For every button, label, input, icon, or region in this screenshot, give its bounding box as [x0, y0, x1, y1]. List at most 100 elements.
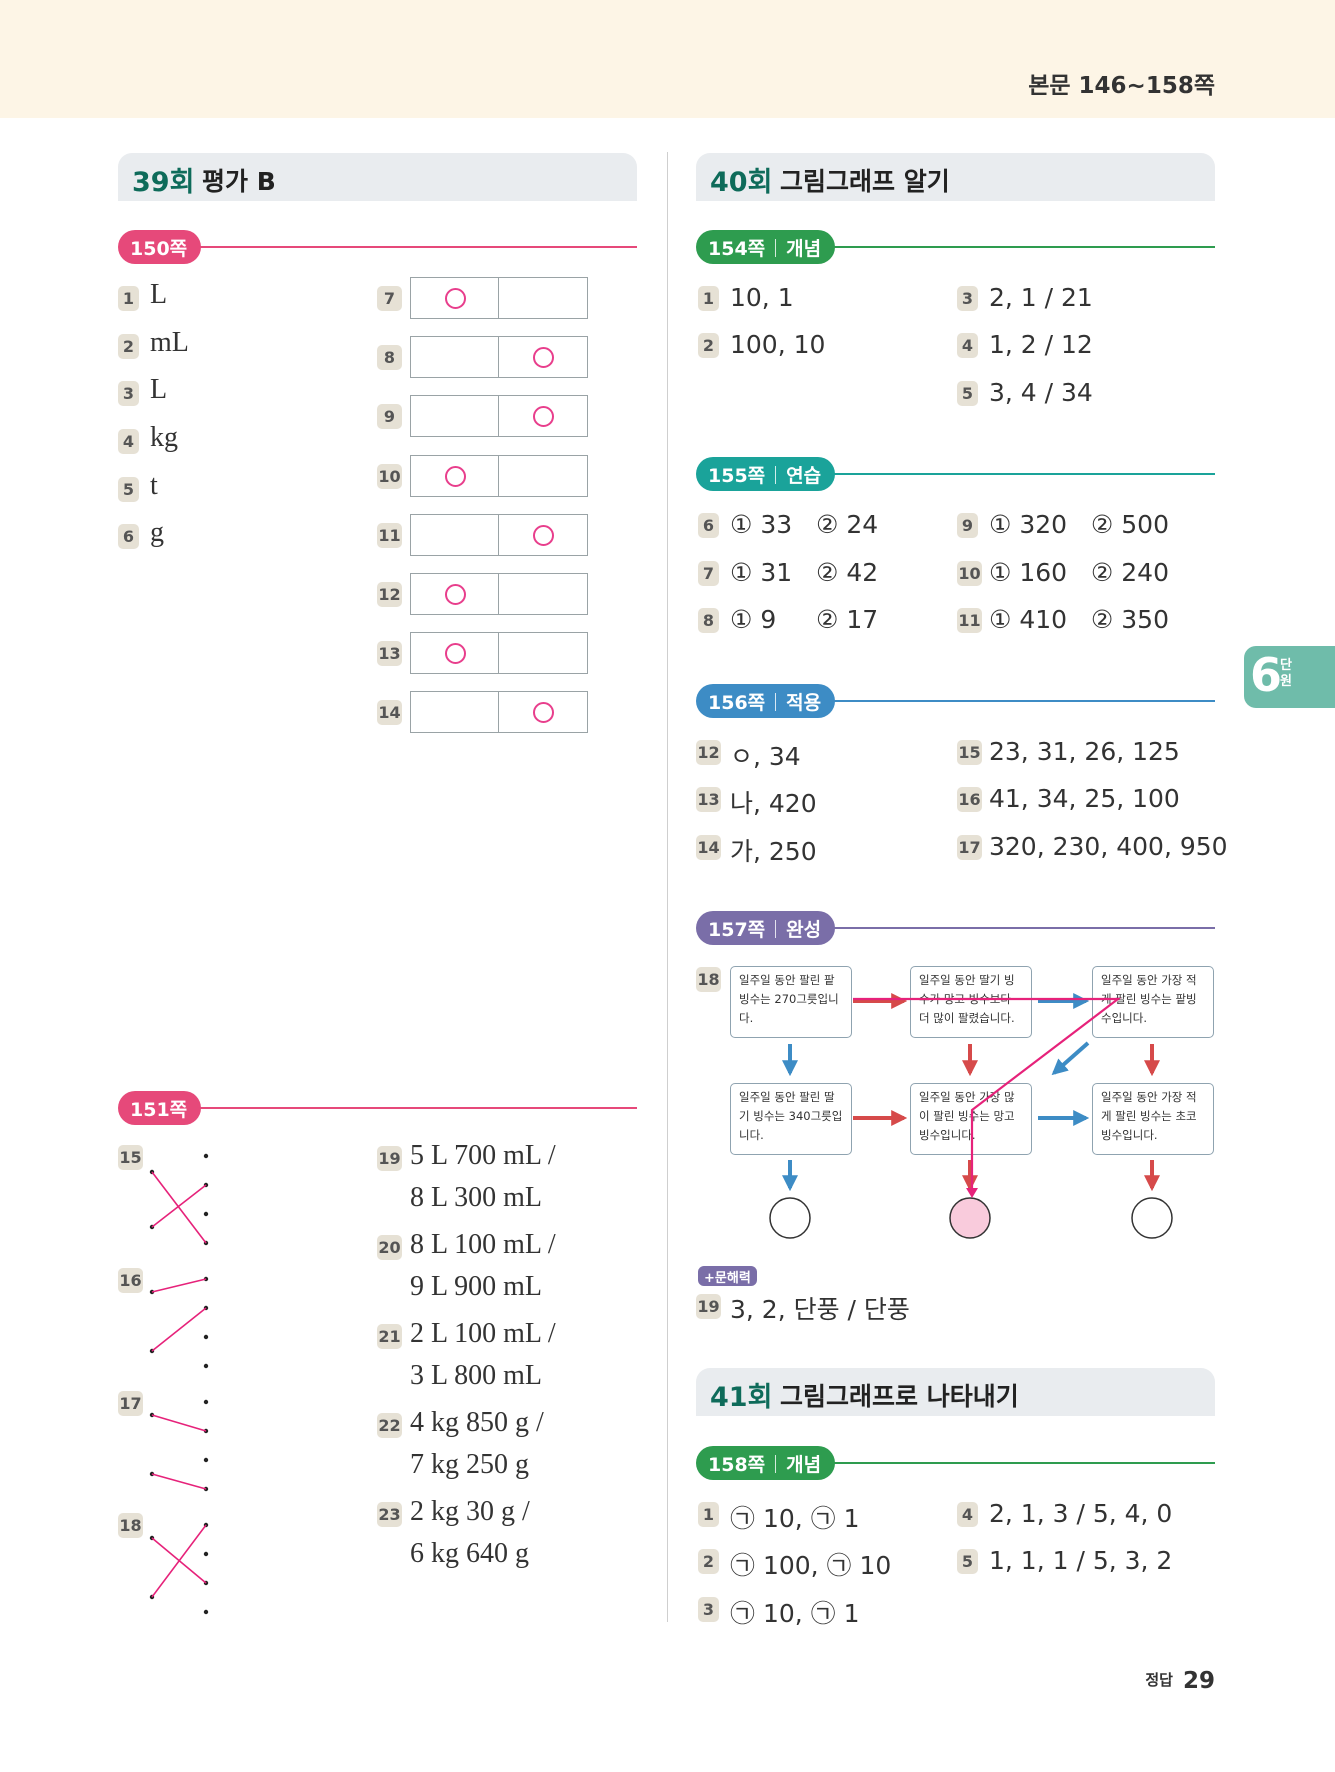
q-number: 11 [377, 523, 402, 548]
q-number: 3 [957, 286, 978, 311]
q-number: 3 [118, 381, 139, 406]
q-number: 5 [118, 477, 139, 502]
tag-page: 150쪽 [130, 238, 188, 260]
answer: ① 410 ② 350 [989, 605, 1169, 634]
section-text: 그림그래프로 나타내기 [780, 1382, 1019, 1411]
page-range: 본문 146~158쪽 [1028, 73, 1215, 99]
q-number: 9 [377, 404, 402, 429]
answer: mL [150, 327, 189, 358]
match-line [151, 1524, 207, 1598]
chapter-tab[interactable]: 6 단원 [1244, 646, 1335, 708]
answer: 1, 2 / 12 [989, 330, 1093, 359]
match-dot [149, 1412, 155, 1418]
tag-page: 156쪽 [708, 692, 766, 714]
q-number: 6 [118, 524, 139, 549]
match-dot [203, 1428, 209, 1434]
ox-cell-left [411, 456, 499, 496]
tag-line [190, 246, 637, 248]
answer: 100, 10 [730, 330, 826, 359]
match-dot [149, 1289, 155, 1295]
ox-cell-right [499, 278, 587, 318]
ox-cell-right [499, 456, 587, 496]
q-number: 15 [118, 1145, 143, 1170]
tag-150: 150쪽 [118, 230, 202, 264]
match-line [151, 1473, 207, 1490]
ox-row [410, 455, 588, 497]
match-dot [203, 1240, 209, 1246]
answer: ① 320 ② 500 [989, 510, 1169, 539]
q-number: 10 [957, 561, 982, 586]
answer: 3, 4 / 34 [989, 378, 1093, 407]
q-number: 8 [377, 345, 402, 370]
match-dot [203, 1153, 209, 1159]
ox-row [410, 691, 588, 733]
circle-mark-icon [444, 288, 466, 309]
tag-separator [775, 693, 777, 711]
match-dot [203, 1486, 209, 1492]
match-dot [203, 1399, 209, 1405]
match-dot [149, 1594, 155, 1600]
answer: ㉠ 10, ㉠ 1 [730, 1599, 860, 1628]
circle-mark-icon [533, 702, 554, 723]
answer-line1: 8 L 100 mL / [410, 1229, 556, 1260]
answer-line1: 4 kg 850 g / [410, 1407, 544, 1438]
circle-mark-icon [444, 584, 466, 605]
tag-separator [775, 466, 777, 484]
match-dot [203, 1580, 209, 1586]
ox-cell-right [499, 574, 587, 614]
q-number: 6 [698, 513, 719, 538]
result-circle [1131, 1197, 1173, 1239]
circle-mark-icon [533, 347, 554, 368]
flow-box: 일주일 동안 가장 적게 팔린 빙수는 초코 빙수입니다. [1092, 1083, 1214, 1155]
q-number: 22 [377, 1413, 402, 1438]
ox-cell-left [411, 692, 499, 732]
answer: ① 9 ② 17 [730, 605, 879, 634]
tag-page: 155쪽 [708, 465, 766, 487]
q-number: 5 [957, 1549, 978, 1574]
match-dot [149, 1169, 155, 1175]
answer: 3, 2, 단풍 / 단풍 [730, 1295, 910, 1324]
q-number: 2 [118, 334, 139, 359]
chapter-number: 6 [1250, 648, 1283, 702]
answer: 10, 1 [730, 283, 794, 312]
q-number: 14 [696, 835, 721, 860]
q-number: 9 [957, 513, 978, 538]
answer: 1, 1, 1 / 5, 3, 2 [989, 1546, 1173, 1575]
match-dot [149, 1535, 155, 1541]
tag-line [190, 1107, 637, 1109]
answer-line2: 8 L 300 mL [410, 1182, 542, 1213]
section-title-41: 41회 그림그래프로 나타내기 [696, 1368, 1215, 1416]
q-number: 1 [698, 1502, 719, 1527]
q-number: 12 [696, 740, 721, 765]
flow-box: 일주일 동안 가장 많이 팔린 빙수는 망고 빙수입니다. [910, 1083, 1032, 1155]
tag-151: 151쪽 [118, 1091, 202, 1125]
answer-line1: 5 L 700 mL / [410, 1140, 556, 1171]
answer: ① 160 ② 240 [989, 558, 1169, 587]
section-text: 그림그래프 알기 [780, 167, 950, 196]
answer-line2: 3 L 800 mL [410, 1360, 542, 1391]
tag-separator [775, 239, 777, 257]
ox-cell-right [499, 337, 587, 377]
q-number: 2 [698, 1549, 719, 1574]
match-line [151, 1414, 207, 1432]
match-line [151, 1278, 207, 1293]
tag-kind: 연습 [786, 465, 822, 487]
answer: L [150, 374, 168, 405]
page-number: 29 [1182, 1668, 1215, 1694]
section-number: 40회 [710, 167, 773, 198]
match-dot [203, 1457, 209, 1463]
q-number: 17 [957, 835, 982, 860]
q-number: 8 [698, 608, 719, 633]
answer: 320, 230, 400, 950 [989, 832, 1228, 861]
match-dot [203, 1182, 209, 1188]
flow-box: 일주일 동안 팔린 팥빙수는 270그릇입니다. [730, 966, 852, 1038]
q-number: 18 [118, 1513, 143, 1538]
answer: t [150, 470, 158, 501]
section-title-39: 39회 평가 B [118, 153, 637, 201]
q-number: 1 [118, 286, 139, 311]
ox-cell-right [499, 396, 587, 436]
flow-box: 일주일 동안 가장 적게 팔린 빙수는 팥빙수입니다. [1092, 966, 1214, 1038]
match-dot [203, 1551, 209, 1557]
